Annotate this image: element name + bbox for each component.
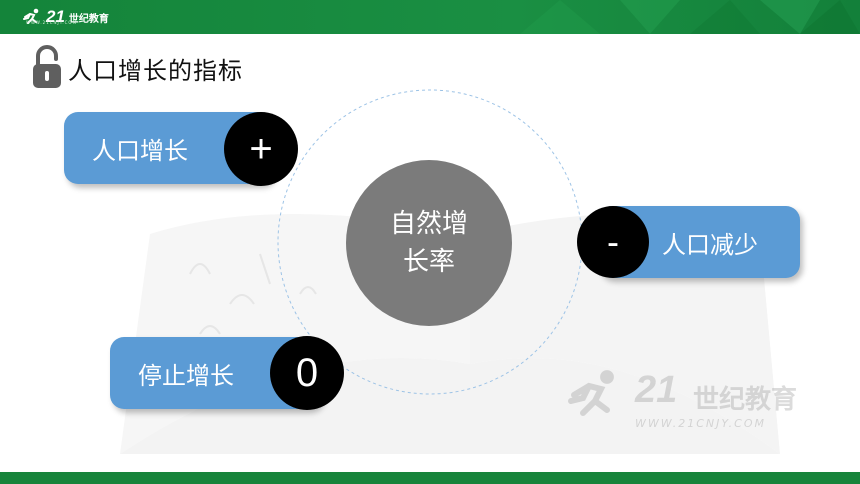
center-label-line1: 自然增 (389, 209, 468, 239)
watermark-logo: 21 世纪教育 WWW.21CNJY.COM (565, 365, 825, 435)
center-label-line2: 长率 (402, 247, 455, 277)
watermark-text: 世纪教育 (693, 385, 798, 415)
logo-text: 世纪教育 (68, 13, 109, 25)
runner-logo-icon (23, 8, 39, 24)
slide-title: 人口增长的指标 (68, 56, 243, 85)
pill-label: 人口增长 (92, 136, 188, 165)
badge-symbol: - (607, 221, 619, 262)
slide-title-row: 人口增长的指标 (30, 44, 243, 92)
zero-badge: 0 (270, 336, 344, 410)
bottom-banner (0, 472, 860, 484)
pill-label: 人口减少 (662, 230, 758, 259)
pill-label: 停止增长 (138, 361, 234, 390)
site-logo: 21 世纪教育 (22, 5, 109, 29)
runner-logo-icon (568, 370, 614, 416)
badge-symbol: + (249, 126, 273, 171)
plus-badge: + (224, 112, 298, 186)
watermark-subtext: WWW.21CNJY.COM (635, 417, 767, 430)
watermark-number: 21 (635, 369, 678, 411)
minus-badge: - (577, 206, 649, 278)
center-circle: 自然增 长率 (346, 160, 512, 326)
top-banner: 21 世纪教育 WWW.21CNJY.COM (0, 0, 860, 34)
banner-triangles (520, 0, 860, 34)
lock-icon (33, 45, 61, 88)
logo-subtext: WWW.21CNJY.COM (26, 20, 78, 25)
logo-number: 21 (46, 7, 65, 26)
badge-symbol: 0 (295, 350, 319, 395)
